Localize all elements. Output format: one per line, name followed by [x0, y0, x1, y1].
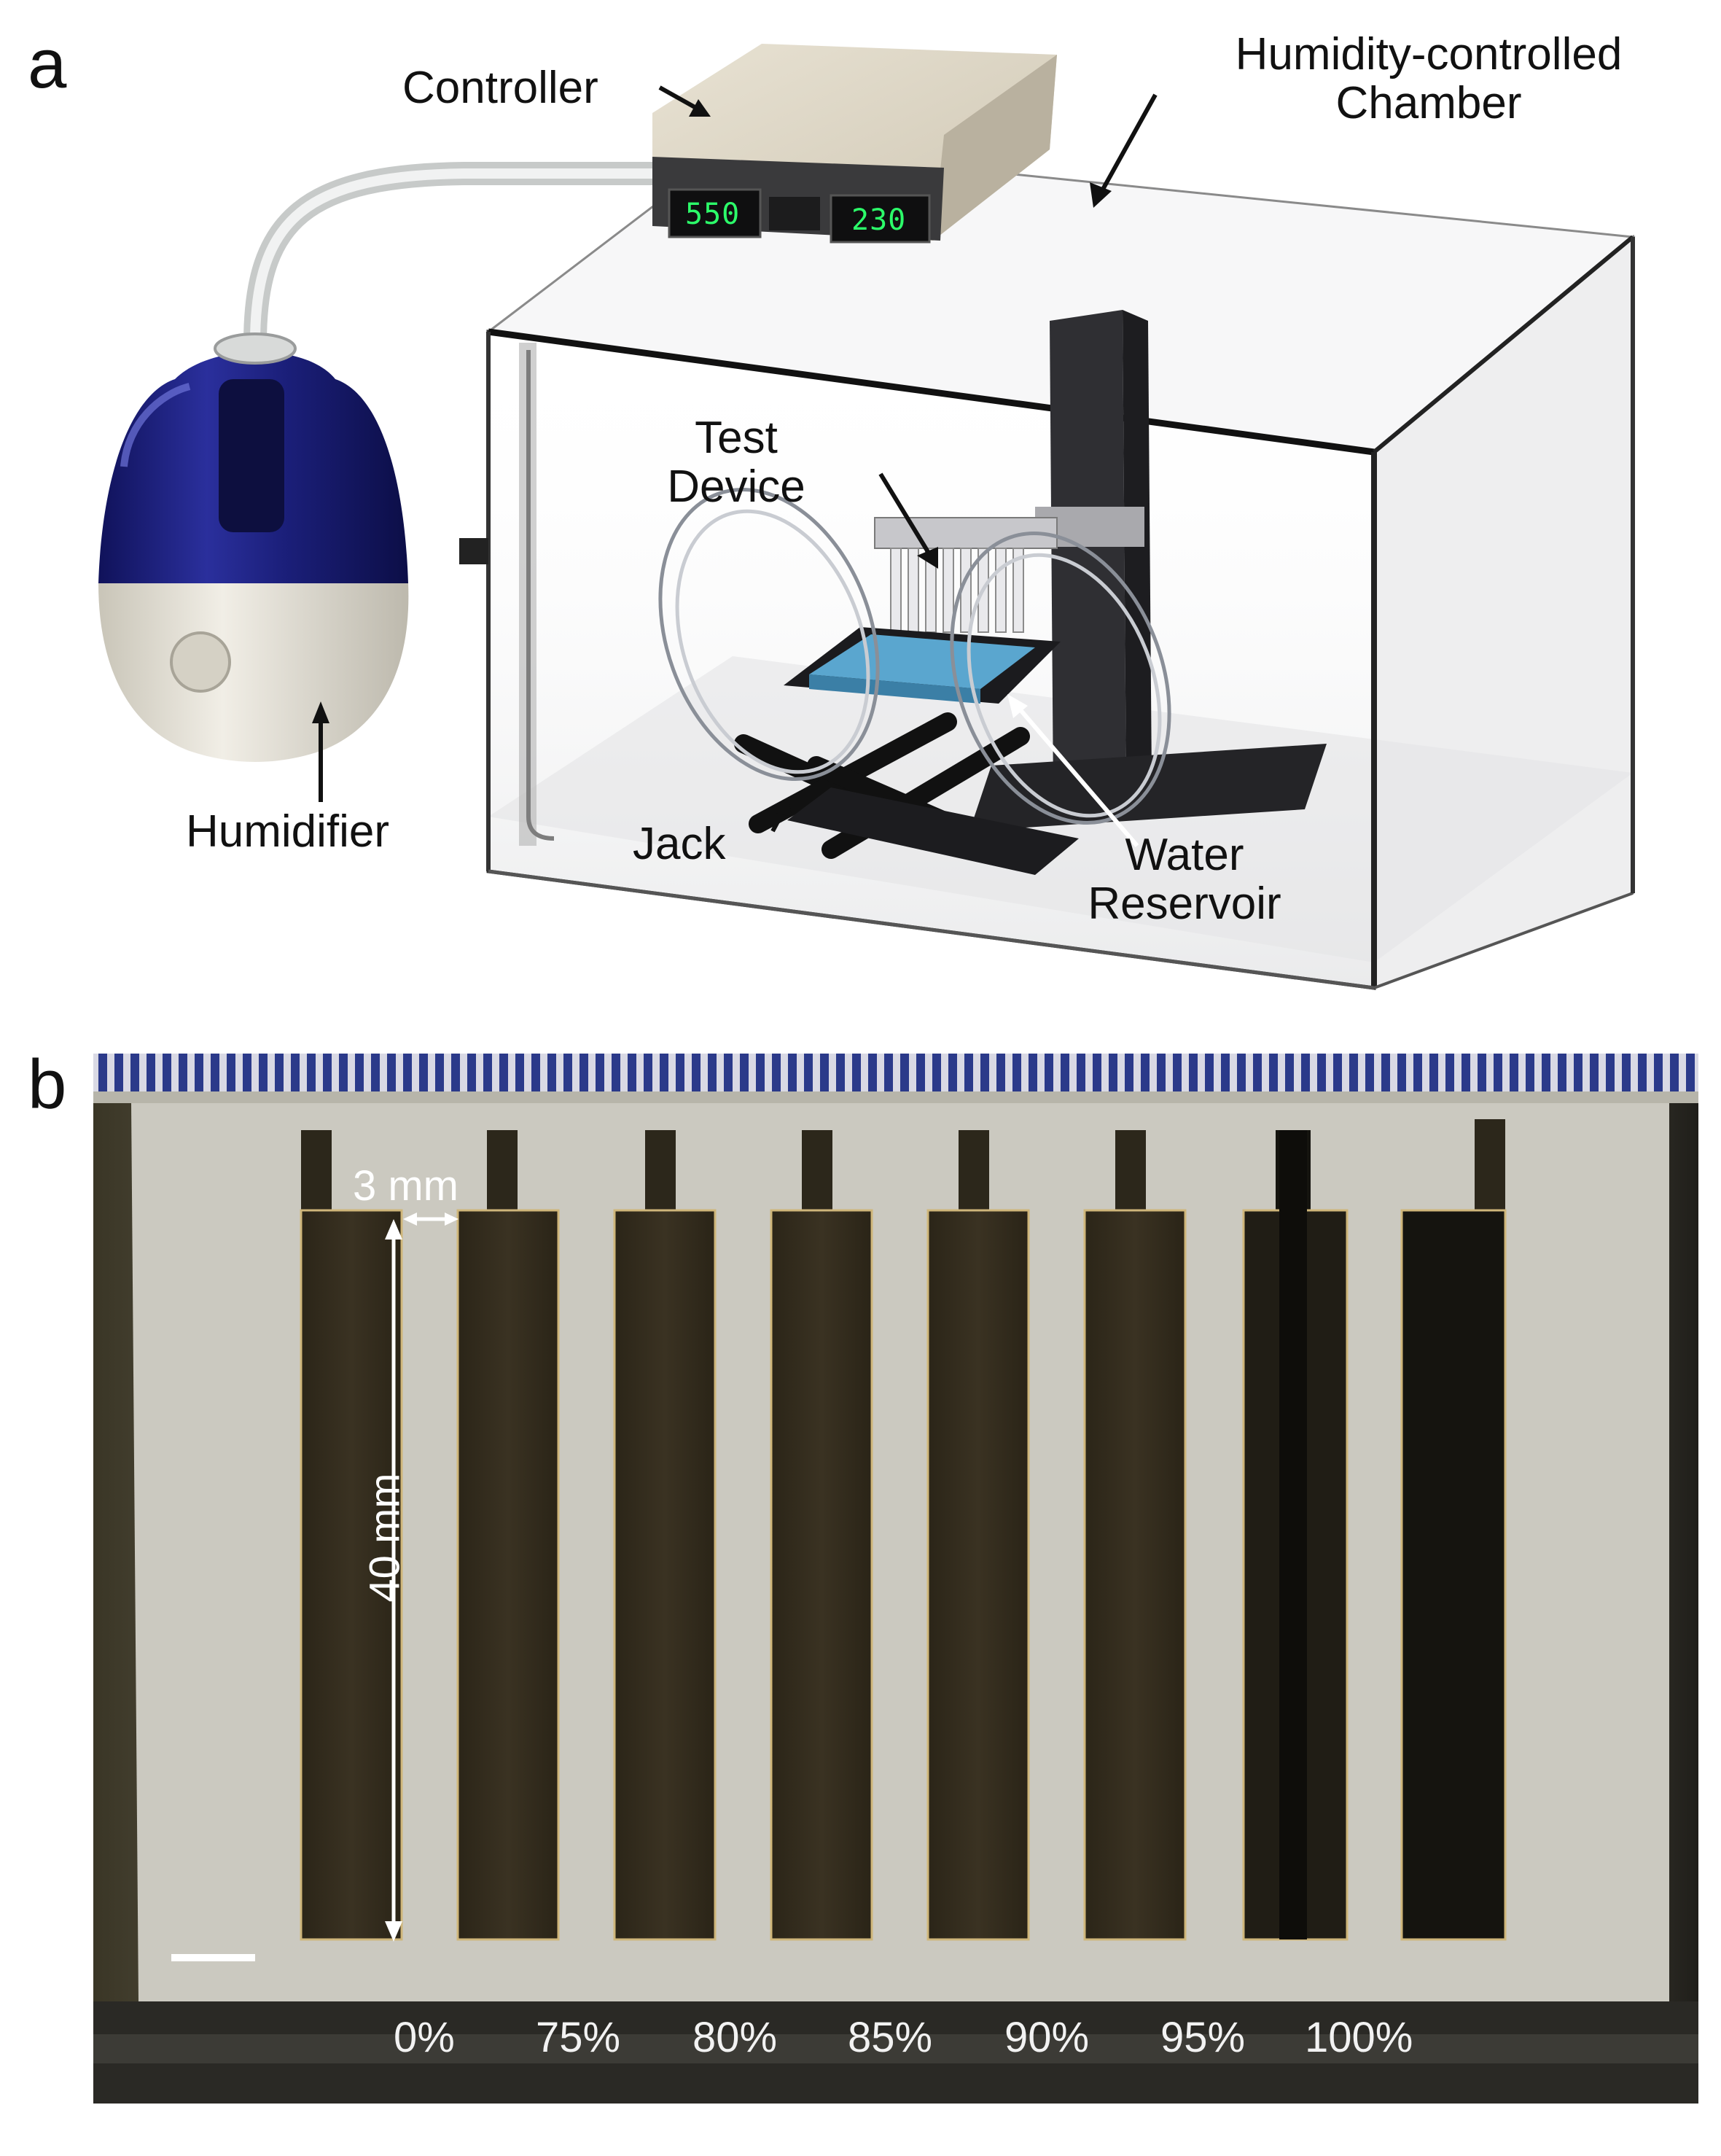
- specimen-0pct: [300, 1130, 403, 1941]
- dimension-width-label: 3 mm: [353, 1162, 458, 1210]
- tensile-specimens: [300, 1119, 1507, 1941]
- panel-a: [98, 44, 1636, 990]
- label-test-device-line1: Test: [695, 413, 778, 463]
- humidity-label-85: 85%: [848, 2014, 933, 2061]
- specimen-blank: [1400, 1119, 1507, 1941]
- label-chamber-line1: Humidity-controlled: [1235, 29, 1623, 79]
- panel-b-letter: b: [28, 1046, 67, 1124]
- specimen-75pct: [456, 1130, 560, 1941]
- label-jack: Jack: [633, 819, 726, 869]
- label-controller: Controller: [402, 63, 598, 113]
- humidity-label-90: 90%: [1004, 2014, 1090, 2061]
- humidifier: [98, 332, 409, 762]
- specimen-80pct: [613, 1130, 717, 1941]
- label-test-device-line2: Device: [667, 461, 805, 512]
- specimen-90pct: [926, 1130, 1030, 1941]
- dimension-length-label: 40 mm: [361, 1473, 409, 1603]
- controller: [652, 44, 1057, 244]
- controller-left-readout: 550: [685, 198, 741, 231]
- dimension-arrows: [385, 1213, 458, 1942]
- panel-b-photo: [93, 1054, 1698, 2104]
- label-test-device: Test Device: [631, 413, 842, 512]
- specimen-95pct: [1083, 1130, 1187, 1941]
- label-chamber: Humidity-controlled Chamber: [1174, 29, 1684, 128]
- humidity-label-80: 80%: [692, 2014, 778, 2061]
- label-water-reservoir: Water Reservoir: [1050, 830, 1319, 929]
- scale-bar: [171, 1954, 255, 1961]
- controller-right-readout: 230: [851, 203, 907, 237]
- humidity-label-95: 95%: [1160, 2014, 1246, 2061]
- specimen-100pct: [1242, 1130, 1349, 1941]
- humidity-label-0: 0%: [394, 2014, 455, 2061]
- label-water-reservoir-line2: Reservoir: [1088, 878, 1281, 929]
- specimen-85pct: [770, 1130, 873, 1941]
- annotation-arrows: [312, 85, 1158, 847]
- panel-a-letter: a: [28, 25, 67, 103]
- humidity-label-100: 100%: [1305, 2014, 1413, 2061]
- humidity-label-75: 75%: [536, 2014, 621, 2061]
- label-water-reservoir-line1: Water: [1125, 830, 1244, 880]
- label-humidifier: Humidifier: [186, 806, 390, 857]
- label-chamber-line2: Chamber: [1335, 77, 1522, 128]
